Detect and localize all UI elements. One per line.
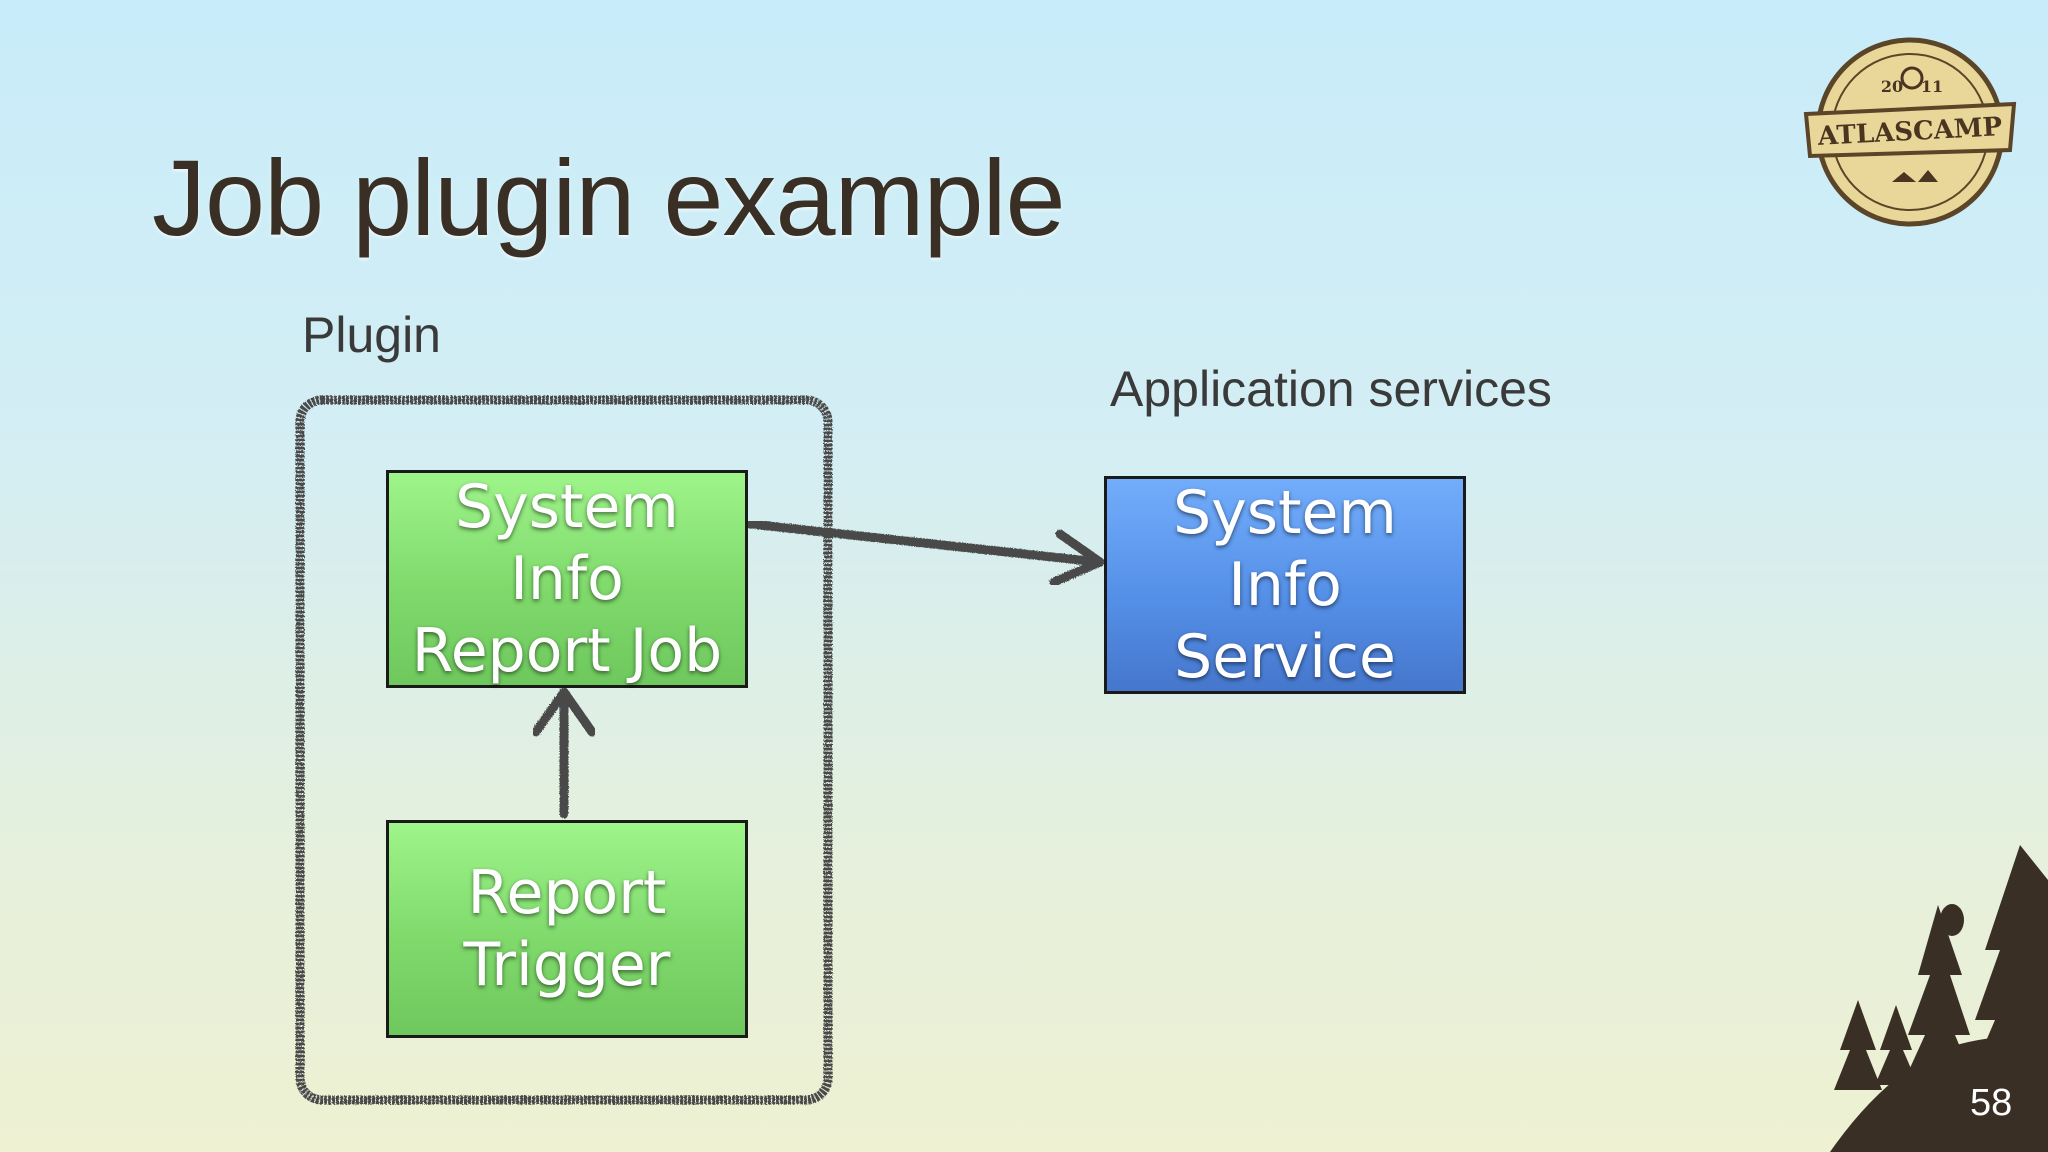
arrow-trigger-to-job <box>531 687 597 819</box>
svg-text:20: 20 <box>1881 77 1903 96</box>
plugin-group-border <box>295 395 833 1105</box>
svg-text:11: 11 <box>1921 77 1943 96</box>
plugin-group-label: Plugin <box>302 307 441 363</box>
system-info-report-job-node: System Info Report Job <box>386 470 748 688</box>
system-info-service-node: System Info Service <box>1104 476 1466 694</box>
arrow-job-to-service <box>745 519 1105 587</box>
slide-title: Job plugin example <box>152 137 1066 258</box>
report-trigger-node: Report Trigger <box>386 820 748 1038</box>
page-number: 58 <box>1970 1082 2013 1124</box>
atlascamp-badge-icon: ATLASCAMP 20 11 <box>1803 37 2017 227</box>
application-services-label: Application services <box>1110 361 1552 417</box>
